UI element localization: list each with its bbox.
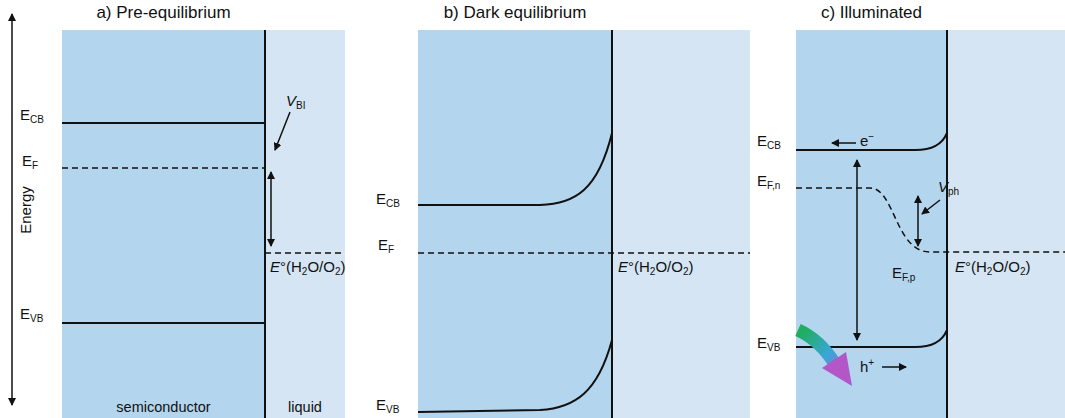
fermi-label: EF,p xyxy=(892,264,915,282)
band-label: ECB xyxy=(757,132,781,150)
fermi-label: EF xyxy=(378,236,394,254)
electron-label: e− xyxy=(860,132,874,150)
hole-label: h+ xyxy=(860,358,874,376)
redox-label: E°(H2O/O2) xyxy=(270,258,345,276)
band-label: EVB xyxy=(20,305,43,323)
band-label: ECB xyxy=(20,106,44,124)
voltage-label: Vph xyxy=(938,178,959,196)
redox-label: E°(H2O/O2) xyxy=(955,258,1030,276)
panel-title: b) Dark equilibrium xyxy=(444,4,587,22)
panel-title: a) Pre-equilibrium xyxy=(96,4,230,22)
region-label: liquid xyxy=(265,398,345,416)
band-label: ECB xyxy=(376,190,400,208)
voltage-label: VBI xyxy=(286,92,305,110)
region-label: semiconductor xyxy=(62,398,265,416)
fermi-label: EF xyxy=(22,152,38,170)
redox-label: E°(H2O/O2) xyxy=(618,258,693,276)
band-label: EVB xyxy=(757,334,780,352)
fermi-label: EF,n xyxy=(757,172,780,190)
band-label: EVB xyxy=(376,396,399,414)
panel-title: c) Illuminated xyxy=(821,4,922,22)
axis-label: Energy xyxy=(17,186,35,234)
semiconductor-region: semiconductor xyxy=(62,30,265,418)
liquid-region: liquid xyxy=(265,30,345,418)
